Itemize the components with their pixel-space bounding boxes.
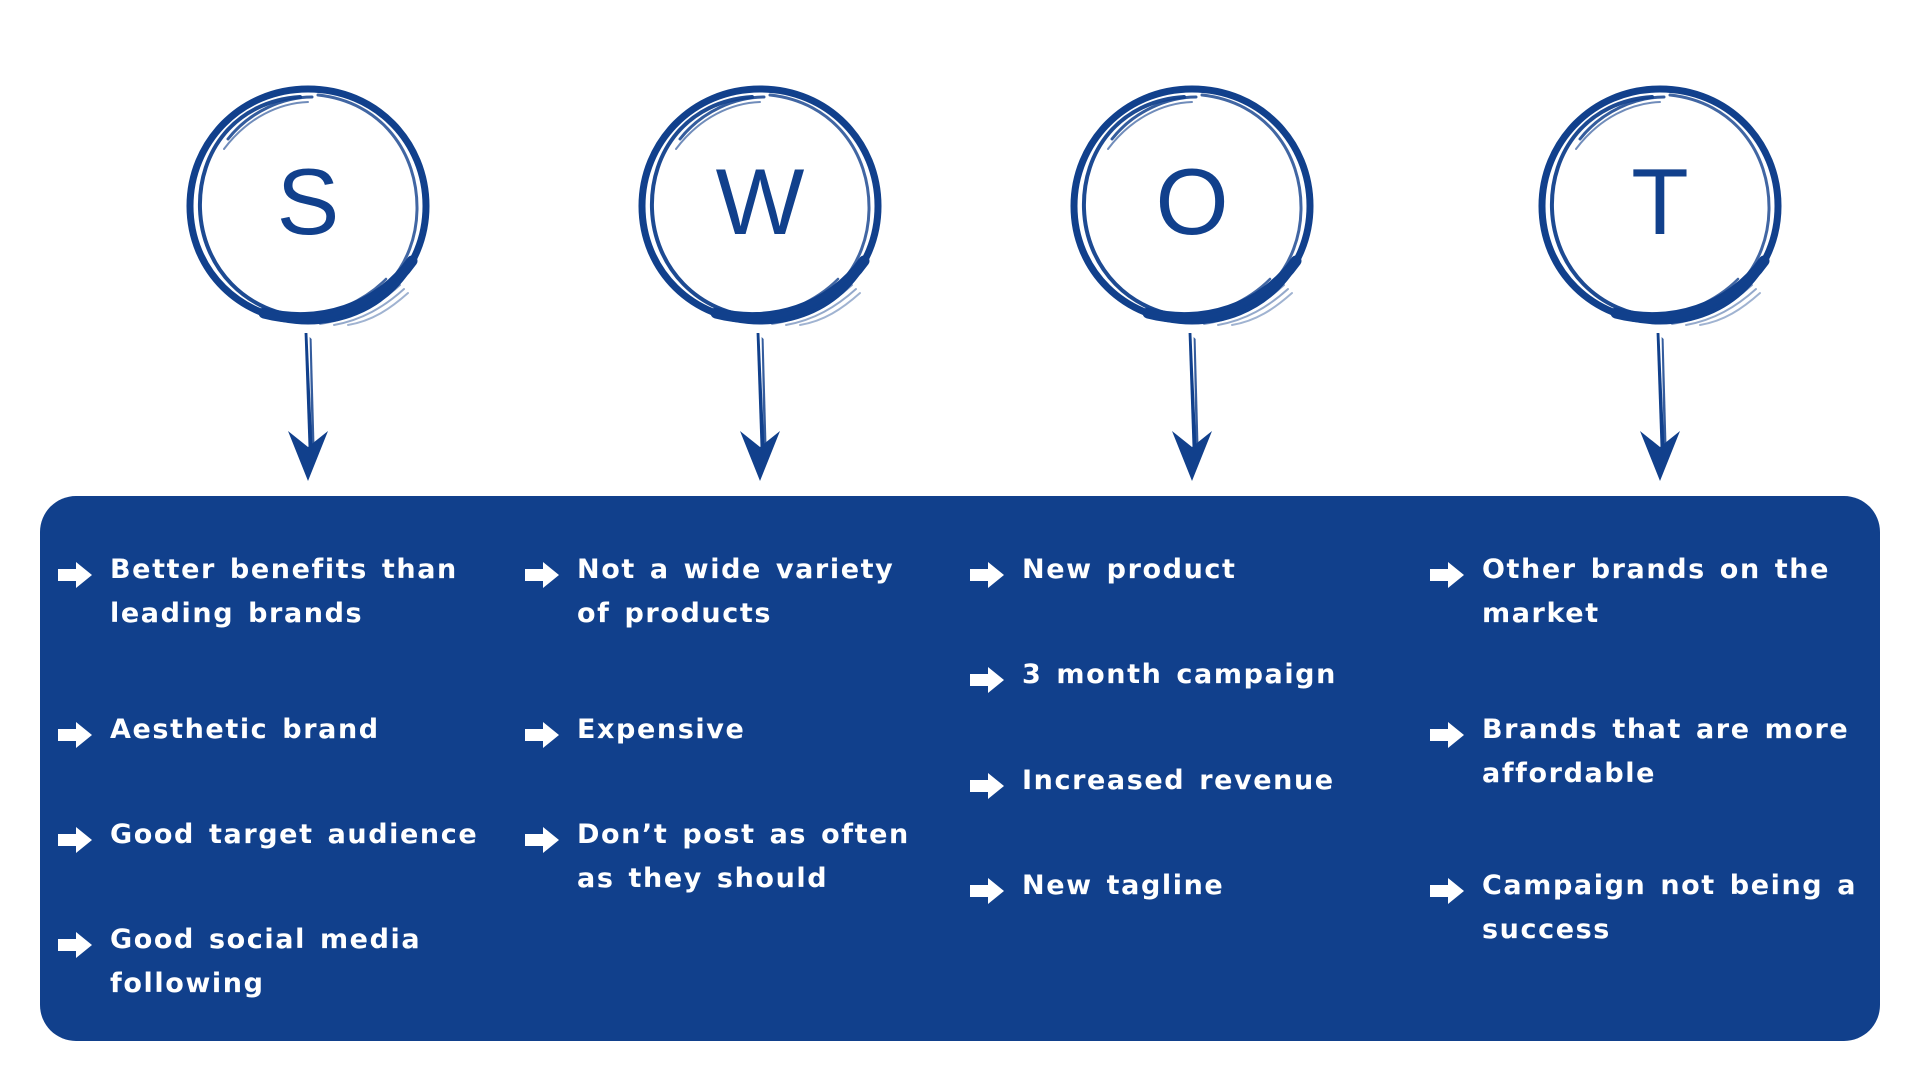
- list-item[interactable]: New tagline: [970, 864, 1370, 908]
- hand-drawn-circle-icon: [1538, 85, 1782, 326]
- list-item[interactable]: New product: [970, 548, 1370, 592]
- list-item[interactable]: Not a wide variety of products: [525, 548, 925, 635]
- list-item-label: Better benefits than leading brands: [110, 554, 458, 629]
- list-item-label: Don’t post as often as they should: [577, 819, 910, 894]
- list-item-label: Campaign not being a success: [1482, 870, 1858, 945]
- swot-letter-o: O: [1155, 149, 1229, 254]
- down-arrow-icon: [1640, 333, 1680, 481]
- right-arrow-icon: [970, 878, 1004, 904]
- right-arrow-icon: [1430, 562, 1464, 588]
- swot-letter-row: S: [0, 0, 1920, 500]
- list-item-label: Other brands on the market: [1482, 554, 1831, 629]
- list-item-label: Good target audience: [110, 819, 479, 850]
- list-item[interactable]: Campaign not being a success: [1430, 864, 1860, 951]
- list-item-label: New tagline: [1022, 870, 1225, 901]
- swot-node-weaknesses[interactable]: W: [620, 75, 900, 495]
- list-item-label: Not a wide variety of products: [577, 554, 895, 629]
- hand-drawn-circle-icon: [186, 85, 430, 326]
- list-item[interactable]: Aesthetic brand: [58, 708, 498, 752]
- list-item[interactable]: Other brands on the market: [1430, 548, 1860, 635]
- list-item[interactable]: Good target audience: [58, 813, 498, 857]
- right-arrow-icon: [58, 932, 92, 958]
- right-arrow-icon: [525, 722, 559, 748]
- right-arrow-icon: [970, 562, 1004, 588]
- swot-letter-t: T: [1631, 149, 1689, 254]
- swot-node-opportunities[interactable]: O: [1052, 75, 1332, 495]
- right-arrow-icon: [525, 562, 559, 588]
- list-item-label: New product: [1022, 554, 1237, 585]
- right-arrow-icon: [58, 827, 92, 853]
- down-arrow-icon: [740, 333, 780, 481]
- right-arrow-icon: [525, 827, 559, 853]
- down-arrow-icon: [1172, 333, 1212, 481]
- right-arrow-icon: [970, 667, 1004, 693]
- list-item[interactable]: Don’t post as often as they should: [525, 813, 925, 900]
- list-item[interactable]: 3 month campaign: [970, 653, 1370, 697]
- swot-letter-w: W: [715, 149, 805, 254]
- down-arrow-icon: [288, 333, 328, 481]
- list-item[interactable]: Increased revenue: [970, 759, 1370, 803]
- hand-drawn-circle-icon: [1070, 85, 1314, 326]
- swot-column-strengths: Better benefits than leading brands Aest…: [58, 496, 498, 1041]
- list-item-label: Brands that are more affordable: [1482, 714, 1850, 789]
- right-arrow-icon: [1430, 878, 1464, 904]
- list-item-label: Good social media following: [110, 924, 422, 999]
- list-item[interactable]: Expensive: [525, 708, 925, 752]
- swot-column-weaknesses: Not a wide variety of products Expensive…: [525, 496, 925, 1041]
- list-item[interactable]: Brands that are more affordable: [1430, 708, 1860, 795]
- list-item[interactable]: Better benefits than leading brands: [58, 548, 498, 635]
- right-arrow-icon: [58, 562, 92, 588]
- swot-column-opportunities: New product 3 month campaign Increased r…: [970, 496, 1370, 1041]
- swot-letter-s: S: [276, 149, 340, 254]
- list-item-label: Increased revenue: [1022, 765, 1335, 796]
- swot-node-strengths[interactable]: S: [168, 75, 448, 495]
- swot-column-threats: Other brands on the market Brands that a…: [1430, 496, 1860, 1041]
- list-item-label: Expensive: [577, 714, 746, 745]
- right-arrow-icon: [1430, 722, 1464, 748]
- swot-node-threats[interactable]: T: [1520, 75, 1800, 495]
- list-item[interactable]: Good social media following: [58, 918, 498, 1005]
- list-item-label: Aesthetic brand: [110, 714, 380, 745]
- swot-content-panel: Better benefits than leading brands Aest…: [40, 496, 1880, 1041]
- right-arrow-icon: [58, 722, 92, 748]
- hand-drawn-circle-icon: [638, 85, 882, 326]
- list-item-label: 3 month campaign: [1022, 659, 1337, 690]
- right-arrow-icon: [970, 773, 1004, 799]
